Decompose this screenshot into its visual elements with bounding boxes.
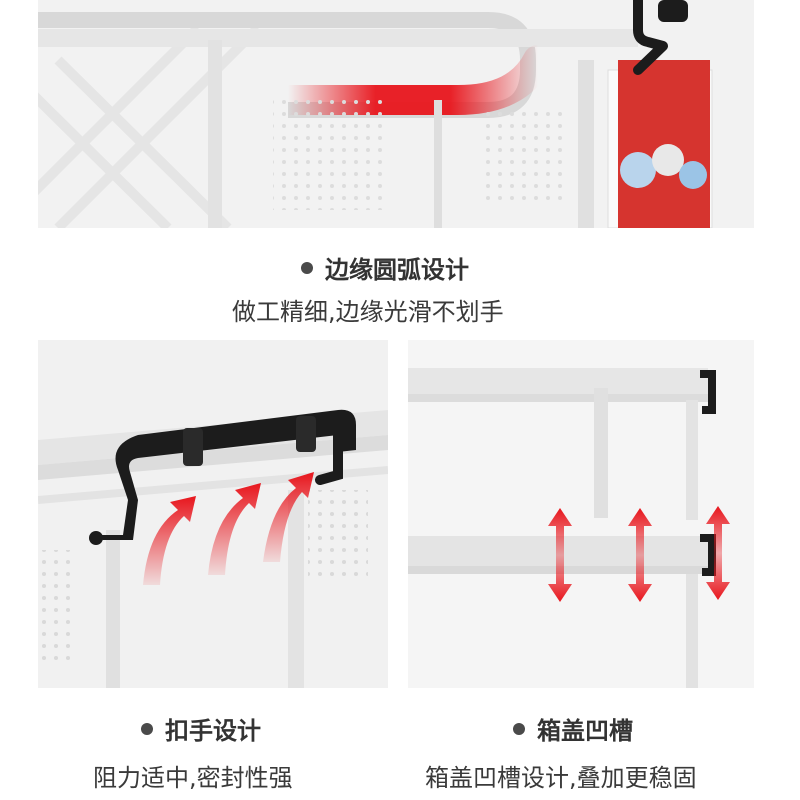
bullet-dot-icon	[141, 722, 153, 735]
section-title: 箱盖凹槽	[537, 717, 633, 745]
section-subtitle: 阻力适中,密封性强	[93, 764, 293, 792]
section-title: 扣手设计	[165, 717, 261, 745]
storage-box-stack-illustration	[408, 340, 754, 688]
section-title: 边缘圆弧设计	[325, 256, 469, 284]
handle-detail-image	[38, 340, 388, 688]
storage-box-corner-illustration	[38, 0, 754, 228]
section-heading-handle: 扣手设计	[141, 711, 261, 746]
section-heading-lid-groove: 箱盖凹槽	[513, 711, 633, 746]
section-subtitle: 做工精细,边缘光滑不划手	[232, 298, 504, 326]
lid-groove-detail-image	[408, 340, 754, 688]
edge-detail-image	[38, 0, 754, 228]
bullet-dot-icon	[301, 261, 313, 274]
section-subtitle: 箱盖凹槽设计,叠加更稳固	[425, 764, 697, 792]
section-heading-edge: 边缘圆弧设计	[301, 250, 469, 285]
storage-box-handle-illustration	[38, 340, 388, 688]
bullet-dot-icon	[513, 722, 525, 735]
